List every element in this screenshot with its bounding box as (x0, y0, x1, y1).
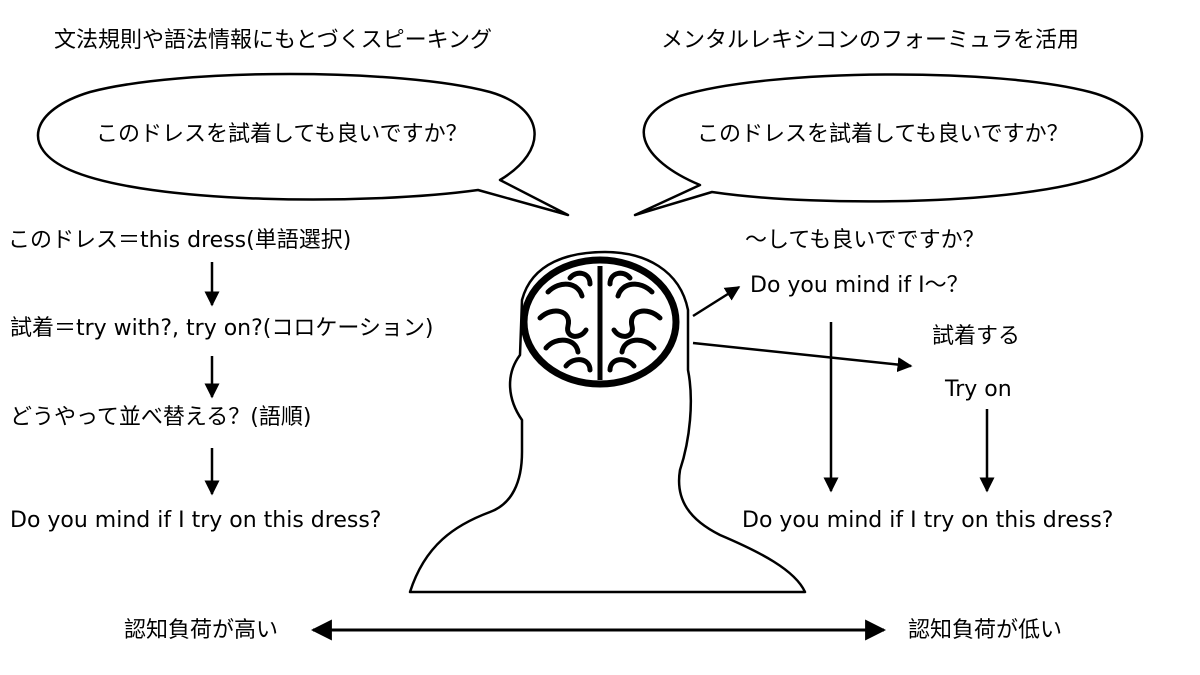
left-result-sentence: Do you mind if I try on this dress? (10, 510, 381, 532)
left-heading: 文法規則や語法情報にもとづくスピーキング (54, 30, 492, 52)
brain-icon (524, 260, 676, 384)
low-load-label: 認知負荷が低い (908, 620, 1062, 642)
right-verb-jp: 試着する (932, 326, 1020, 348)
high-load-label: 認知負荷が高い (124, 620, 278, 642)
right-result-sentence: Do you mind if I try on this dress? (742, 510, 1113, 532)
right-chunk-jp: 〜しても良いでですか？ (745, 230, 985, 252)
right-chunk-en: Do you mind if I〜？ (750, 275, 969, 297)
left-step-collocation: 試着＝try with?, try on?(コロケーション) (10, 318, 434, 340)
left-step-word-order: どうやって並べ替える？(語順) (10, 407, 311, 429)
right-heading: メンタルレキシコンのフォーミュラを活用 (661, 30, 1079, 52)
right-bubble-text: このドレスを試着しても良いですか？ (697, 124, 1069, 146)
brain-to-verb-arrow (693, 343, 911, 366)
left-step-word-choice: このドレス＝this dress(単語選択) (8, 230, 351, 252)
brain-to-chunk-arrow (693, 287, 739, 316)
left-bubble-text: このドレスを試着しても良いですか？ (96, 124, 468, 146)
right-verb-en: Try on (945, 379, 1012, 401)
